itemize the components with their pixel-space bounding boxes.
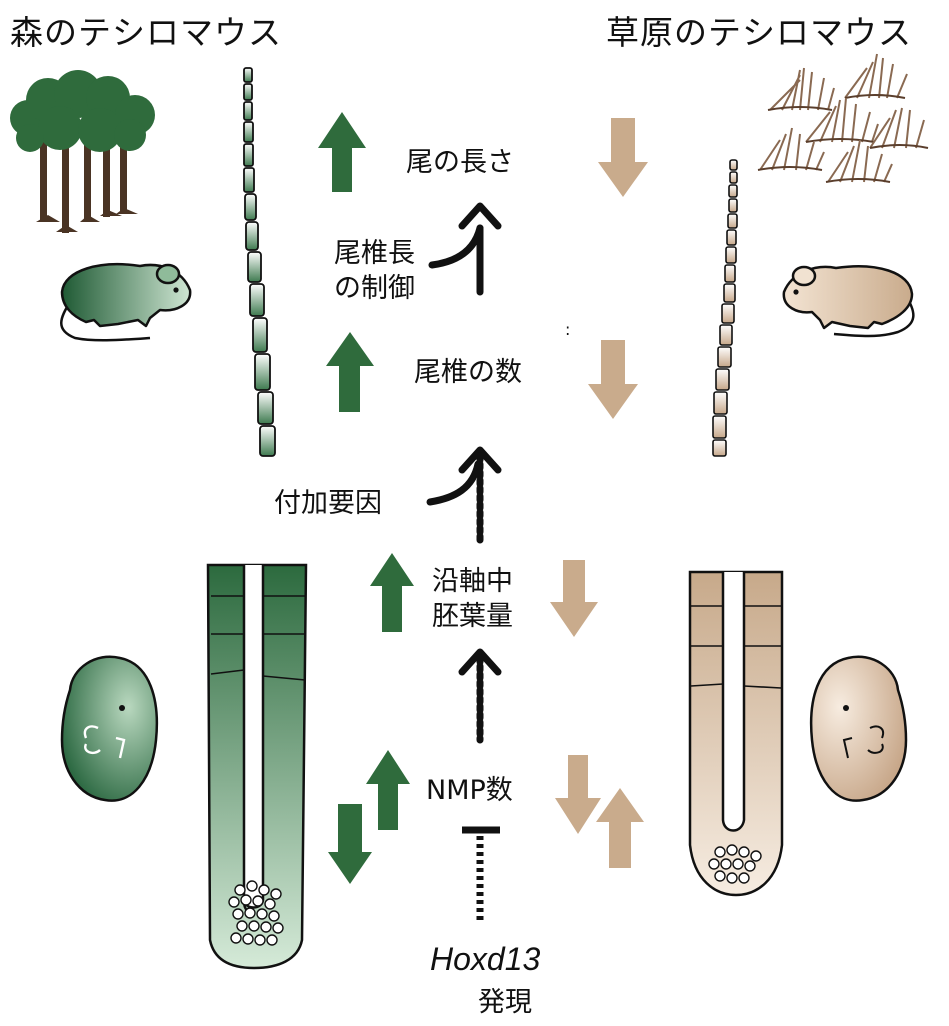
grassland-embryo-icon: [811, 657, 906, 801]
mesoderm-to-vertebrae-arrow: [462, 652, 498, 740]
forest-trees-icon: [10, 70, 155, 233]
vertebra-length-control-line-2: の制御: [334, 271, 415, 306]
paraxial-mesoderm-label: 沿軸中 胚葉量: [432, 564, 513, 634]
grassland-vertebra-count-down-arrow: [588, 340, 638, 419]
paraxial-mesoderm-line-2: 胚葉量: [432, 599, 513, 634]
additional-factors-arrow: [430, 450, 498, 540]
forest-tail-vertebrae: [244, 68, 275, 456]
forest-hoxd13-down-arrow: [328, 804, 372, 884]
grassland-tail-length-down-arrow: [598, 118, 648, 197]
forest-embryo-icon: [62, 657, 157, 801]
nmp-count-label: NMP数: [426, 774, 513, 808]
hoxd13-inhibition-bar: [462, 830, 500, 922]
forest-tail-bud: [208, 565, 306, 968]
grassland-tail-bud: [690, 572, 782, 895]
expression-label: 発現: [478, 986, 532, 1020]
grassland-mesoderm-down-arrow: [550, 560, 598, 637]
forest-mesoderm-up-arrow: [370, 553, 414, 632]
paraxial-mesoderm-line-1: 沿軸中: [432, 564, 513, 599]
hoxd13-gene-label: Hoxd13: [430, 941, 540, 978]
tail-length-label: 尾の長さ: [406, 146, 514, 180]
forest-nmp-up-arrow: [366, 750, 410, 830]
vertebra-length-control-label: 尾椎長 の制御: [334, 236, 415, 306]
forest-tail-length-up-arrow: [318, 112, 366, 192]
stray-mark: :: [565, 320, 570, 340]
forest-mouse-icon: [61, 264, 190, 340]
grassland-hoxd13-up-arrow: [596, 788, 644, 868]
grassland-grass-icon: [758, 54, 928, 182]
grassland-mouse-icon: [784, 266, 914, 336]
grassland-tail-vertebrae: [713, 160, 737, 456]
grassland-nmp-down-arrow: [555, 755, 601, 834]
vertebra-length-control-arrow: [432, 206, 498, 292]
additional-factors-label: 付加要因: [274, 487, 382, 521]
vertebra-length-control-line-1: 尾椎長: [334, 236, 415, 271]
vertebra-count-label: 尾椎の数: [414, 356, 522, 390]
forest-vertebra-count-up-arrow: [326, 332, 374, 412]
